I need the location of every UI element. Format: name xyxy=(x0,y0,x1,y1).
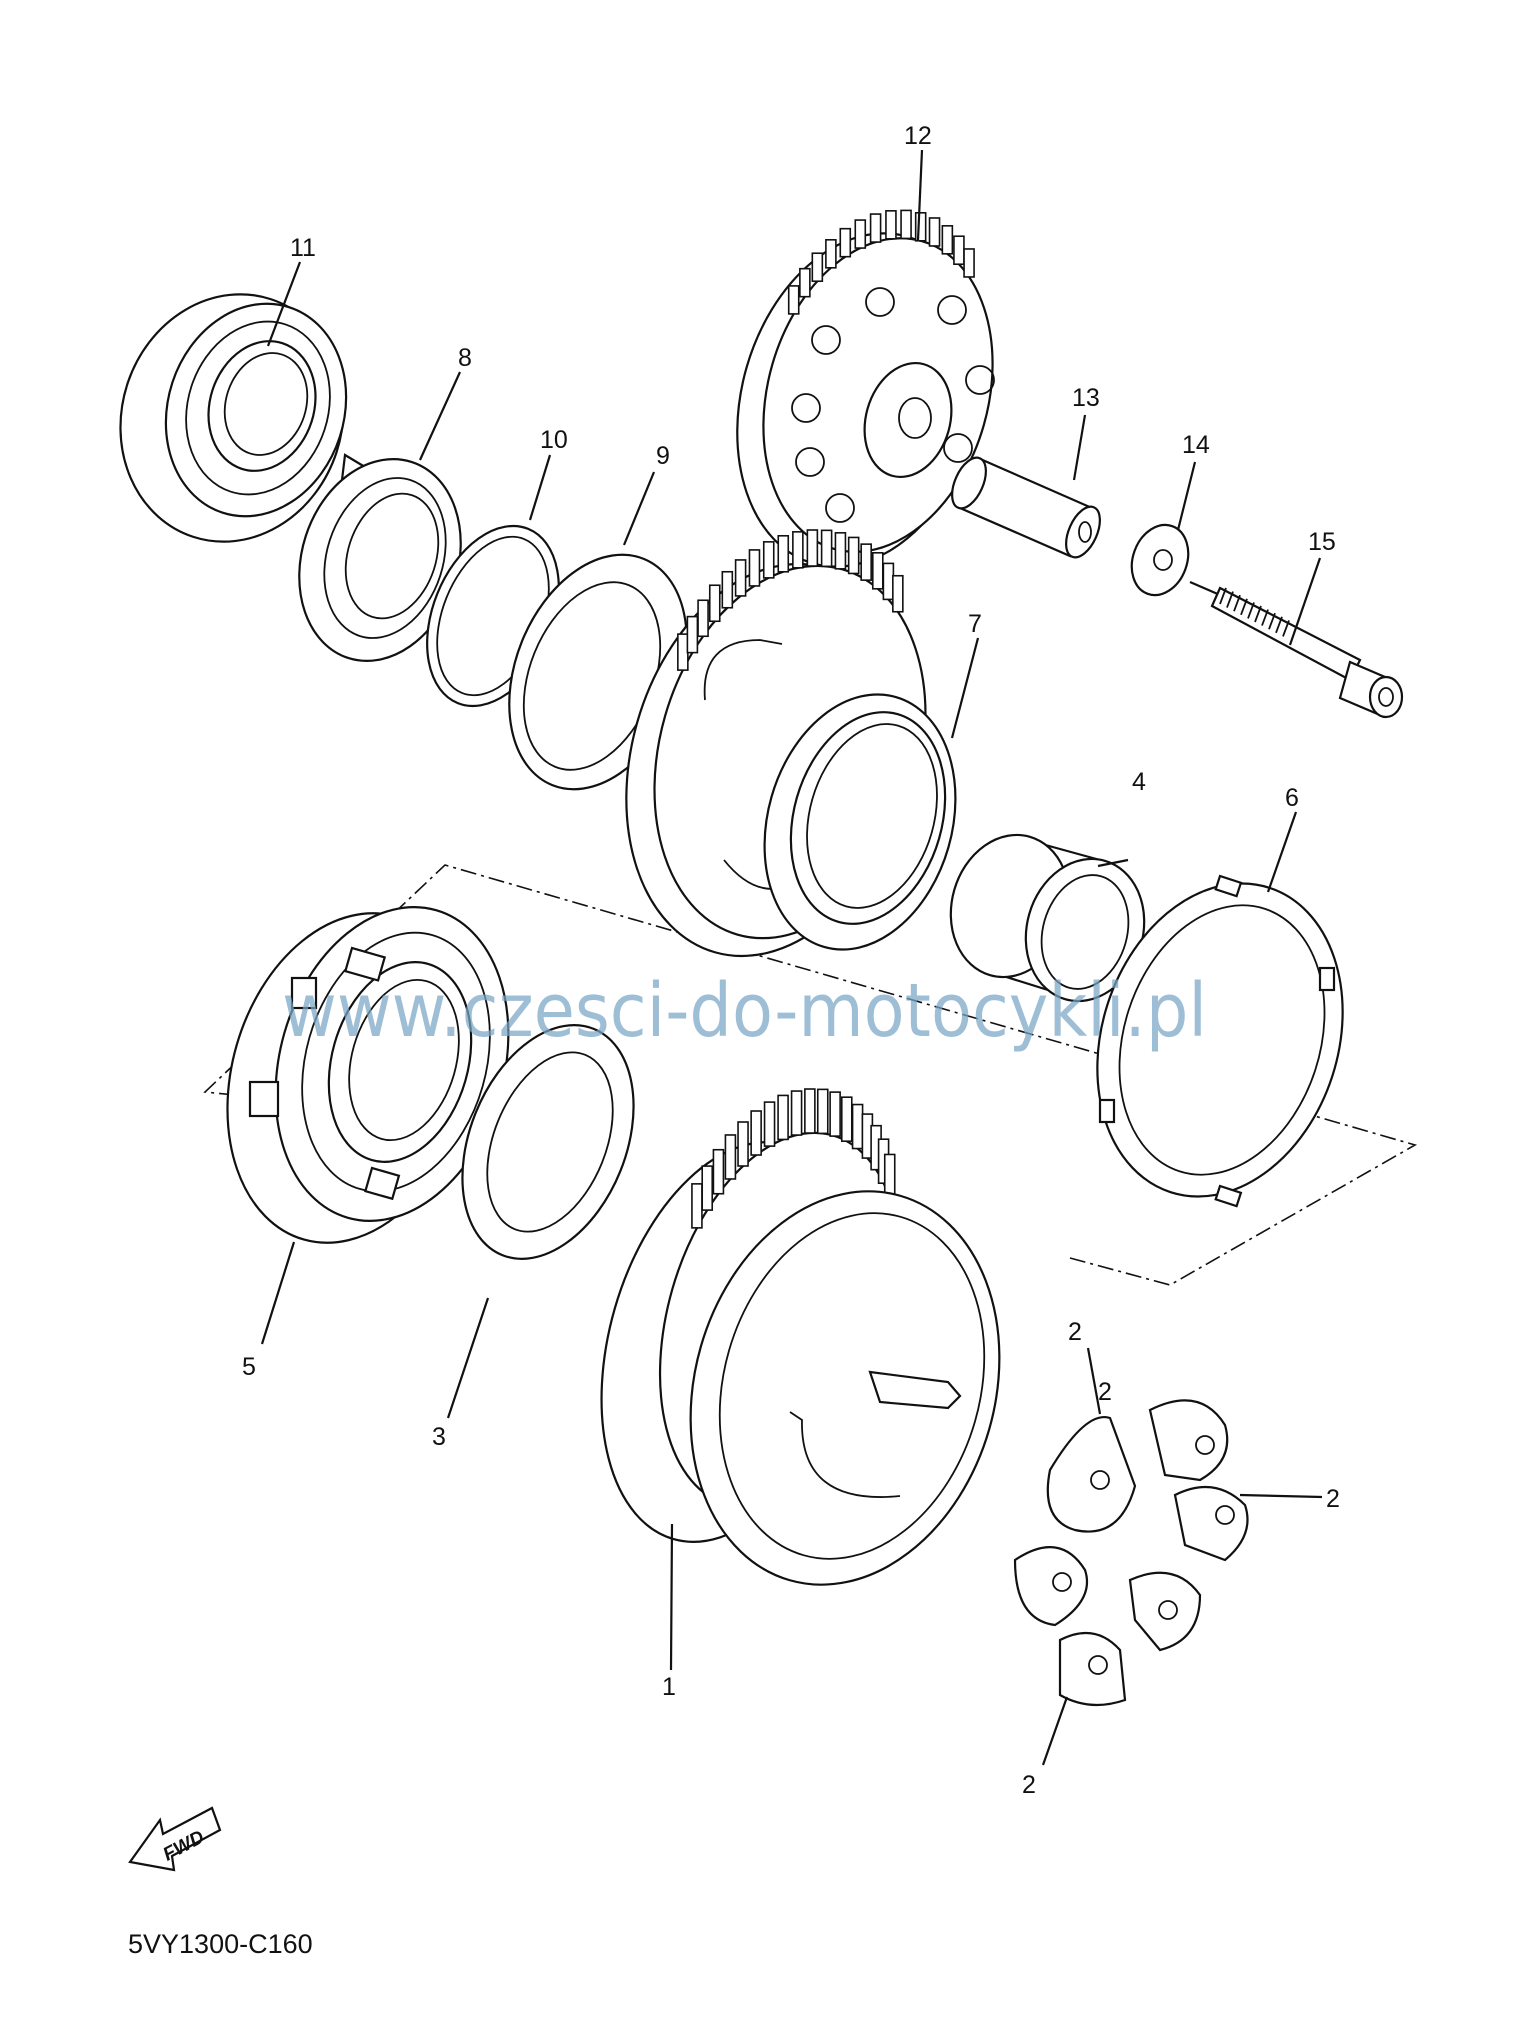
gear-tooth xyxy=(839,227,852,258)
gear-tooth xyxy=(790,1090,803,1136)
gear-tooth xyxy=(737,1121,749,1167)
gear-tooth xyxy=(708,584,721,623)
gear-tooth xyxy=(941,225,954,255)
gear-tooth xyxy=(963,248,975,278)
callout-13: 13 xyxy=(1072,384,1100,412)
callout-11: 11 xyxy=(290,234,316,262)
gear-tooth xyxy=(777,1094,789,1141)
gear-tooth xyxy=(928,217,941,247)
part-2-dampers xyxy=(1013,1399,1249,1707)
gear-tooth xyxy=(762,541,775,579)
bolt-thread xyxy=(1226,591,1234,608)
callout-5: 5 xyxy=(242,1353,256,1381)
callout-2: 2 xyxy=(1022,1771,1036,1799)
gear-tooth xyxy=(721,570,734,609)
part-12-idler-gear xyxy=(736,209,995,568)
callout-8: 8 xyxy=(458,344,472,372)
gear-tooth xyxy=(712,1148,725,1195)
gear-tooth xyxy=(799,267,811,298)
callout-12: 12 xyxy=(904,122,932,150)
callout-14: 14 xyxy=(1182,431,1210,459)
part-7-clutch-gear xyxy=(625,529,957,958)
gear-tooth xyxy=(825,239,837,269)
gear-tooth xyxy=(763,1101,776,1147)
gear-tooth xyxy=(851,1103,864,1150)
leader-lines xyxy=(260,149,1323,1766)
bolt-thread xyxy=(1254,605,1262,623)
callout-4: 4 xyxy=(1132,768,1146,796)
bolt-thread xyxy=(1247,602,1255,619)
gear-tooth xyxy=(792,531,804,569)
part-14-washer xyxy=(1130,523,1190,597)
gear-tooth xyxy=(724,1134,737,1180)
gear-tooth xyxy=(734,559,747,597)
part-1-clutch-housing xyxy=(600,1088,1001,1586)
callout-15: 15 xyxy=(1308,528,1336,556)
gear-tooth xyxy=(914,212,927,242)
callout-2: 2 xyxy=(1068,1318,1082,1346)
callout-2: 2 xyxy=(1326,1485,1340,1513)
gear-tooth xyxy=(804,1088,816,1134)
callout-3: 3 xyxy=(432,1423,446,1451)
bolt-thread xyxy=(1240,598,1248,616)
callout-9: 9 xyxy=(656,442,670,470)
bolt-thread xyxy=(1261,609,1269,626)
bolt-thread xyxy=(1275,616,1283,634)
gear-tooth xyxy=(748,549,761,587)
gear-tooth xyxy=(860,543,872,581)
bolt-thread xyxy=(1268,612,1276,630)
gear-tooth xyxy=(691,1183,703,1229)
drawing-code: 5VY1300-C160 xyxy=(128,1929,313,1959)
gear-tooth xyxy=(953,235,965,266)
gear-tooth xyxy=(777,534,790,573)
gear-tooth xyxy=(787,285,800,315)
watermark-text: www.czesci-do-motocykli.pl xyxy=(282,968,1207,1054)
gear-tooth xyxy=(816,1088,829,1135)
callout-1: 1 xyxy=(662,1673,676,1701)
gear-tooth xyxy=(686,615,699,654)
part-11-bearing xyxy=(119,293,348,543)
gear-tooth xyxy=(892,574,904,613)
gear-tooth xyxy=(834,532,847,570)
gear-tooth xyxy=(811,252,824,283)
gear-tooth xyxy=(701,1165,714,1211)
part-13-shaft xyxy=(951,456,1101,559)
gear-tooth xyxy=(829,1091,841,1137)
gear-tooth xyxy=(840,1096,853,1142)
gear-tooth xyxy=(882,562,895,601)
gear-tooth xyxy=(677,633,689,671)
part-15-bolt xyxy=(1189,580,1404,719)
bolt-thread xyxy=(1282,620,1290,637)
part-4-sleeve xyxy=(949,833,1146,1003)
bolt-thread xyxy=(1219,587,1227,605)
bolt-thread xyxy=(1233,594,1241,612)
gear-tooth xyxy=(871,552,884,590)
gear-tooth xyxy=(854,219,867,249)
gear-tooth xyxy=(697,599,709,638)
callout-7: 7 xyxy=(968,610,982,638)
part-5-one-way-clutch xyxy=(226,906,510,1244)
gear-tooth xyxy=(750,1110,762,1156)
gear-tooth xyxy=(885,210,897,240)
callout-10: 10 xyxy=(540,426,568,454)
part-3-washer xyxy=(461,1024,635,1260)
gear-tooth xyxy=(900,209,912,240)
part-8-collar xyxy=(298,453,462,662)
gear-tooth xyxy=(869,213,882,243)
forward-arrow-icon: FWD xyxy=(128,1806,222,1872)
callout-6: 6 xyxy=(1285,784,1299,812)
callout-2: 2 xyxy=(1098,1378,1112,1406)
callout-labels: 1 2 2 2 2 3 4 5 6 7 8 9 10 11 12 13 14 1… xyxy=(242,122,1340,1799)
gear-tooth xyxy=(847,536,860,575)
gear-tooth xyxy=(806,529,819,567)
gear-tooth xyxy=(820,529,833,568)
